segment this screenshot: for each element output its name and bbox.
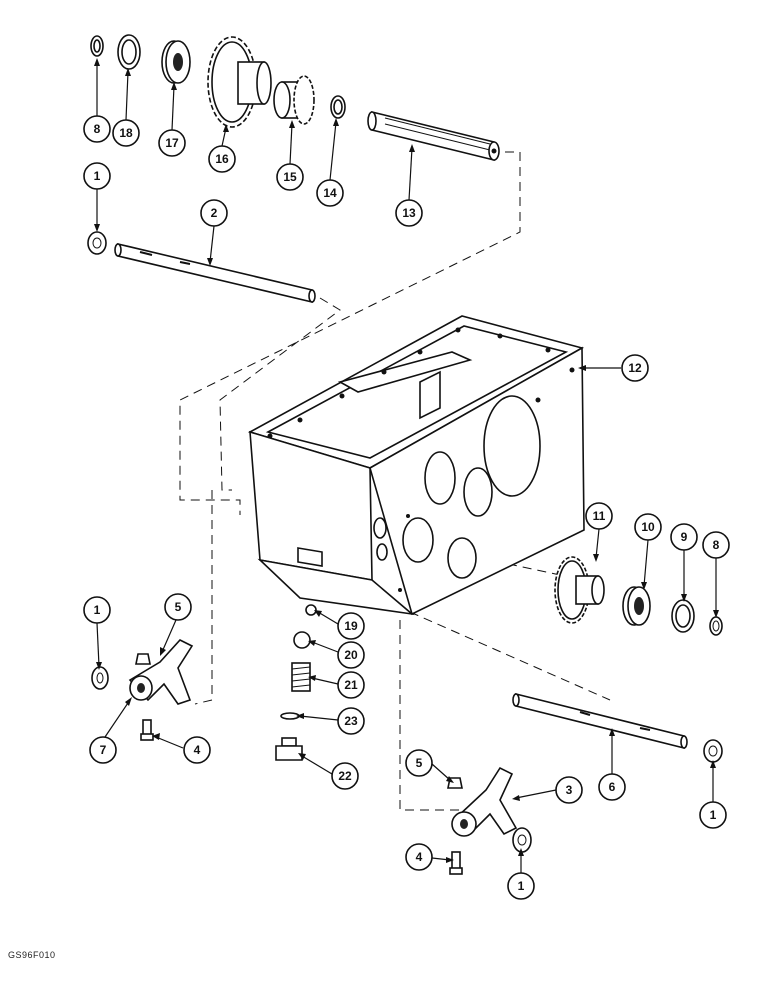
callout-9: 9 xyxy=(670,523,698,551)
callout-8: 8 xyxy=(83,115,111,143)
callout-5: 5 xyxy=(164,593,192,621)
callout-14: 14 xyxy=(316,179,344,207)
callout-label: 9 xyxy=(681,530,688,544)
callout-label: 1 xyxy=(94,169,101,183)
callout-label: 16 xyxy=(215,152,229,166)
callout-label: 1 xyxy=(94,603,101,617)
detent-ball xyxy=(305,604,317,616)
callout-label: 23 xyxy=(344,714,358,728)
callout-label: 10 xyxy=(641,520,655,534)
callout-label: 4 xyxy=(416,850,423,864)
bolt xyxy=(449,851,463,875)
large-gear xyxy=(207,36,272,128)
callout-18: 18 xyxy=(112,119,140,147)
arrowheads xyxy=(94,58,719,863)
callout-21: 21 xyxy=(337,671,365,699)
callout-19: 19 xyxy=(337,612,365,640)
callout-13: 13 xyxy=(395,199,423,227)
snap-ring xyxy=(90,35,104,57)
callout-10: 10 xyxy=(634,513,662,541)
callout-1: 1 xyxy=(83,162,111,190)
bushing xyxy=(703,739,723,763)
callout-label: 11 xyxy=(593,509,606,523)
callout-label: 4 xyxy=(194,743,201,757)
callout-5: 5 xyxy=(405,749,433,777)
callout-23: 23 xyxy=(337,707,365,735)
shift-rod xyxy=(512,692,688,750)
callout-label: 20 xyxy=(344,648,358,662)
callout-label: 2 xyxy=(211,206,218,220)
shift-fork xyxy=(91,639,194,705)
callout-2: 2 xyxy=(200,199,228,227)
callout-label: 5 xyxy=(175,600,182,614)
callout-20: 20 xyxy=(337,641,365,669)
callout-8: 8 xyxy=(702,531,730,559)
callout-6: 6 xyxy=(598,773,626,801)
shift-fork xyxy=(447,766,518,837)
callout-1: 1 xyxy=(507,872,535,900)
detent-spring xyxy=(291,662,311,692)
snap-ring xyxy=(330,95,346,119)
detent-ball xyxy=(293,631,311,649)
callout-label: 1 xyxy=(518,879,525,893)
plug xyxy=(275,737,303,761)
callout-15: 15 xyxy=(276,163,304,191)
callout-4: 4 xyxy=(183,736,211,764)
callout-label: 15 xyxy=(283,170,297,184)
callout-label: 17 xyxy=(165,136,179,150)
callout-label: 1 xyxy=(710,808,717,822)
callout-label: 5 xyxy=(416,756,423,770)
callout-label: 21 xyxy=(344,678,358,692)
snap-ring xyxy=(709,616,723,636)
callout-1: 1 xyxy=(83,596,111,624)
callout-12: 12 xyxy=(621,354,649,382)
splined-shaft xyxy=(367,110,500,162)
bushing xyxy=(512,827,532,853)
callout-label: 12 xyxy=(628,361,642,375)
shift-rod xyxy=(87,231,316,304)
callout-label: 19 xyxy=(344,619,358,633)
callout-17: 17 xyxy=(158,129,186,157)
callout-label: 8 xyxy=(94,122,101,136)
callout-4: 4 xyxy=(405,843,433,871)
callout-label: 22 xyxy=(338,769,352,783)
callout-label: 14 xyxy=(323,186,337,200)
callout-11: 11 xyxy=(585,502,613,530)
drawing-code: GS96F010 xyxy=(8,950,56,960)
callout-label: 18 xyxy=(119,126,133,140)
callout-label: 7 xyxy=(100,743,107,757)
callout-3: 3 xyxy=(555,776,583,804)
transmission-housing xyxy=(247,315,585,616)
callout-label: 3 xyxy=(566,783,573,797)
callout-label: 8 xyxy=(713,538,720,552)
bearing xyxy=(622,586,651,626)
washer xyxy=(117,34,141,70)
bearing xyxy=(161,40,191,84)
callout-label: 6 xyxy=(609,780,616,794)
callout-label: 13 xyxy=(402,206,416,220)
countershaft-gear xyxy=(554,556,605,624)
small-gear xyxy=(273,75,315,125)
callout-1: 1 xyxy=(699,801,727,829)
callout-16: 16 xyxy=(208,145,236,173)
callout-7: 7 xyxy=(89,736,117,764)
washer xyxy=(671,599,695,633)
callout-22: 22 xyxy=(331,762,359,790)
bolt xyxy=(140,719,154,741)
